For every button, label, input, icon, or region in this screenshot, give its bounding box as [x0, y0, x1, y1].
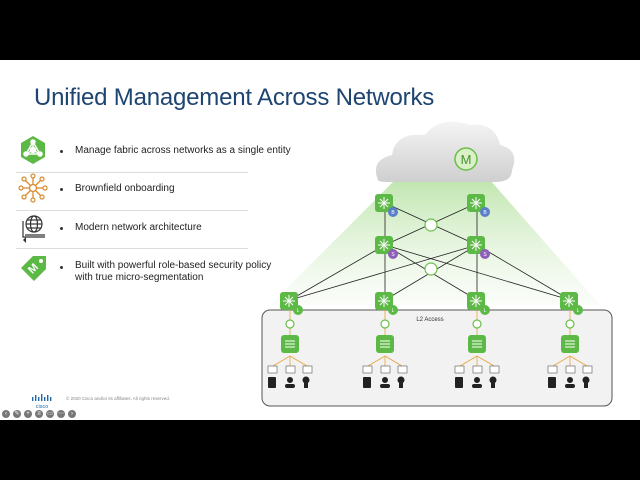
- presentation-slide: Unified Management Across Networks Manag…: [0, 60, 640, 420]
- mid-badge: S: [391, 252, 395, 258]
- svg-text:cisco: cisco: [36, 404, 49, 410]
- globe-architecture-icon: [22, 215, 45, 243]
- link-icon: [424, 218, 438, 232]
- link-icon: [424, 262, 438, 276]
- slide-title: Unified Management Across Networks: [34, 84, 435, 111]
- spine-badge: B: [483, 210, 487, 216]
- more-button[interactable]: ⋯: [57, 410, 65, 418]
- bullet-text-1: Manage fabric across networks as a singl…: [75, 145, 291, 156]
- network-diagram: M L2 Access: [261, 121, 613, 407]
- bullet-divider: [16, 172, 248, 173]
- management-beam: [270, 180, 600, 305]
- access-label: L2 Access: [416, 317, 443, 323]
- spine-badge: B: [391, 210, 395, 216]
- bullet-divider: [16, 248, 248, 249]
- presentation-toolbar: ‹ ✎ + ≡ ▭ ⋯ ›: [2, 410, 76, 419]
- management-node-icon: [454, 147, 478, 171]
- bullet-divider: [16, 210, 248, 211]
- endpoint-devices: [268, 376, 590, 388]
- next-slide-button[interactable]: ›: [68, 410, 76, 418]
- mid-badge: S: [483, 252, 487, 258]
- subtitles-button[interactable]: ▭: [46, 410, 54, 418]
- link-icon: [472, 319, 482, 329]
- link-icon: [285, 319, 295, 329]
- cisco-logo: cisco: [32, 394, 52, 410]
- zoom-button[interactable]: +: [24, 410, 32, 418]
- fabric-hub-icon: [21, 136, 45, 164]
- security-tag-icon: M: [21, 256, 46, 281]
- leaf-badge: L: [392, 308, 395, 314]
- role-badges: [293, 207, 583, 315]
- cloud-label: M: [461, 152, 472, 167]
- bullet-dot: [60, 227, 63, 230]
- bullet-dot: [60, 150, 63, 153]
- bullet-text-3: Modern network architecture: [75, 222, 202, 233]
- l2-access-box: [261, 309, 613, 407]
- bullet-text-4-line-1: Built with powerful role-based security …: [75, 260, 272, 271]
- pen-button[interactable]: ✎: [13, 410, 21, 418]
- menu-button[interactable]: ≡: [35, 410, 43, 418]
- video-letterbox-bottom: [0, 420, 640, 480]
- bullet-text-2: Brownfield onboarding: [75, 183, 175, 194]
- video-letterbox-top: [0, 0, 640, 60]
- leaf-badge: L: [297, 308, 300, 314]
- bullet-dot: [60, 188, 63, 191]
- brownfield-nodes-icon: [18, 173, 48, 203]
- link-icon: [380, 319, 390, 329]
- leaf-badge: L: [484, 308, 487, 314]
- copyright-text: © 2020 Cisco and/or its affiliates. All …: [66, 396, 171, 401]
- management-cloud: [375, 121, 515, 182]
- previous-slide-button[interactable]: ‹: [2, 410, 10, 418]
- bullet-text-4-line-2: with true micro-segmentation: [75, 272, 204, 283]
- leaf-badge: L: [577, 308, 580, 314]
- link-icon: [565, 319, 575, 329]
- bullet-dot: [60, 266, 63, 269]
